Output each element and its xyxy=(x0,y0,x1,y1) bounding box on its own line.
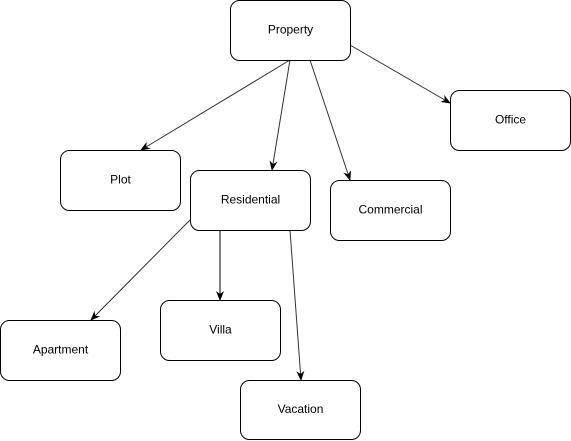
edges xyxy=(90,44,451,381)
node-box xyxy=(0,320,121,381)
node-label: Vacation xyxy=(278,402,324,416)
node-label: Residential xyxy=(221,193,280,207)
node-vacation: Vacation xyxy=(240,380,361,440)
node-office: Office xyxy=(450,90,571,151)
node-label: Villa xyxy=(209,323,232,337)
node-label: Apartment xyxy=(33,343,89,357)
node-label: Plot xyxy=(110,173,131,187)
node-plot: Plot xyxy=(60,150,181,211)
node-property: Property xyxy=(230,0,351,61)
edge-property-plot xyxy=(140,59,291,151)
edge-residential-vacation xyxy=(289,229,305,381)
node-commercial: Commercial xyxy=(330,180,451,241)
node-box xyxy=(230,0,351,61)
edge-property-office xyxy=(349,44,451,104)
node-box xyxy=(160,300,281,361)
edge-residential-apartment xyxy=(90,219,191,321)
node-villa: Villa xyxy=(160,300,281,361)
edge-property-commercial xyxy=(309,59,351,181)
node-box xyxy=(330,180,451,241)
node-box xyxy=(60,150,181,211)
node-box xyxy=(240,380,361,440)
node-residential: Residential xyxy=(190,170,311,231)
node-apartment: Apartment xyxy=(0,320,121,381)
node-box xyxy=(190,170,311,231)
node-label: Property xyxy=(268,23,313,37)
node-label: Commercial xyxy=(358,203,422,217)
edge-property-residential xyxy=(269,59,291,171)
node-label: Office xyxy=(495,113,526,127)
